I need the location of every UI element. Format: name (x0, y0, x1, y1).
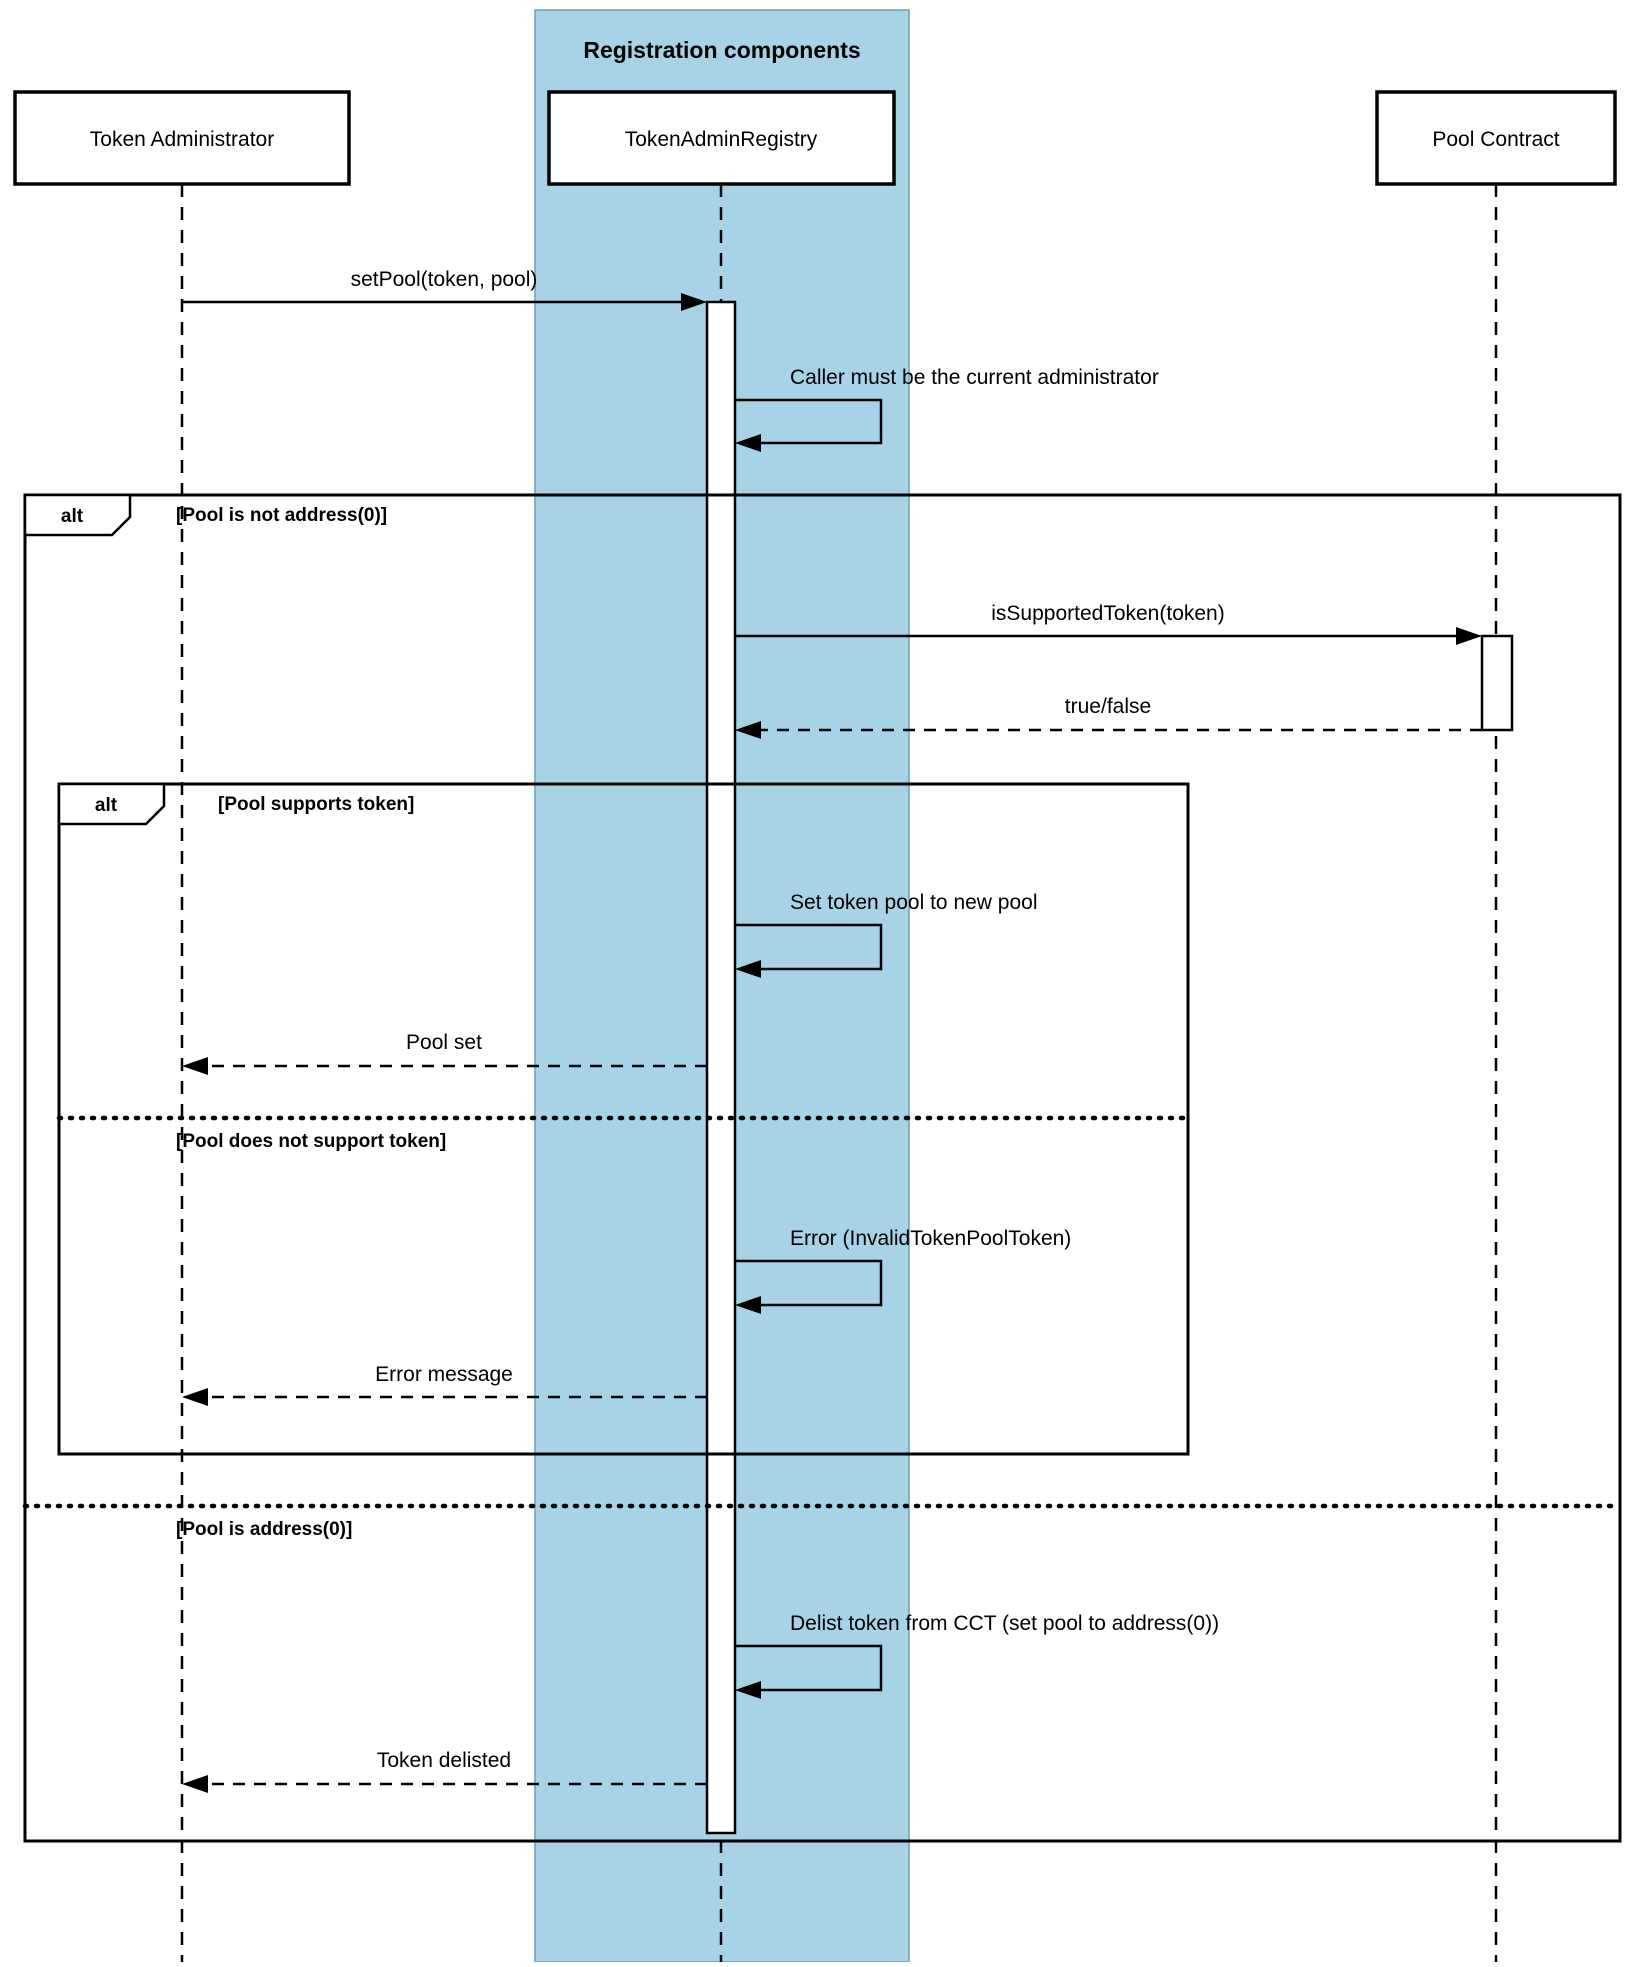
alt-operator-pentagon-outer (23, 493, 132, 537)
arrowhead-error-invalid (735, 1296, 761, 1314)
message-label-delist-token: Delist token from CCT (set pool to addre… (790, 1612, 1219, 1635)
message-label-token-delisted: Token delisted (377, 1749, 511, 1772)
activation-token-admin-registry (705, 300, 737, 1835)
arrowhead-is-supported-token (1456, 627, 1482, 645)
message-label-set-pool: setPool(token, pool) (351, 268, 538, 291)
message-label-is-supported-token: isSupportedToken(token) (991, 602, 1224, 625)
arrowhead-delist-token (735, 1681, 761, 1699)
actor-box-pool-contract (1375, 90, 1617, 186)
actor-box-token-admin-registry (547, 90, 896, 186)
band-title: Registration components (583, 37, 860, 63)
alt-operator-pentagon-inner (57, 782, 166, 826)
arrowhead-set-token-pool (735, 960, 761, 978)
guard-pool-does-not-support-token: [Pool does not support token] (176, 1131, 446, 1152)
alt-operator-label-outer: alt (61, 506, 84, 527)
message-label-set-token-pool: Set token pool to new pool (790, 891, 1038, 914)
guard-pool-not-address0: [Pool is not address(0)] (176, 505, 387, 526)
alt-operator-label-inner: alt (95, 795, 118, 816)
message-label-error-message: Error message (375, 1363, 513, 1386)
guard-pool-supports-token: [Pool supports token] (218, 794, 414, 815)
activation-pool-contract (1480, 634, 1514, 732)
actor-label-token-admin-registry: TokenAdminRegistry (625, 128, 818, 151)
message-label-caller-check: Caller must be the current administrator (790, 366, 1159, 389)
actor-label-pool-contract: Pool Contract (1432, 128, 1559, 151)
actor-box-token-administrator (13, 90, 351, 186)
message-label-true-false: true/false (1065, 695, 1151, 718)
self-message-line-caller-check (735, 398, 883, 445)
self-message-line-set-token-pool (735, 923, 883, 971)
self-message-line-error-invalid (735, 1259, 883, 1307)
guard-pool-is-address0: [Pool is address(0)] (176, 1519, 352, 1540)
arrowhead-set-pool (681, 293, 707, 311)
self-message-line-delist-token (735, 1644, 883, 1692)
arrowhead-true-false (735, 721, 761, 739)
actor-label-token-administrator: Token Administrator (90, 128, 274, 151)
message-label-error-invalid: Error (InvalidTokenPoolToken) (790, 1227, 1071, 1250)
arrowhead-pool-set (182, 1057, 208, 1075)
arrowhead-caller-check (735, 434, 761, 452)
arrowhead-token-delisted (182, 1775, 208, 1793)
message-label-pool-set: Pool set (406, 1031, 482, 1054)
arrowhead-error-message (182, 1388, 208, 1406)
alt-frame-outer (23, 493, 1622, 1843)
